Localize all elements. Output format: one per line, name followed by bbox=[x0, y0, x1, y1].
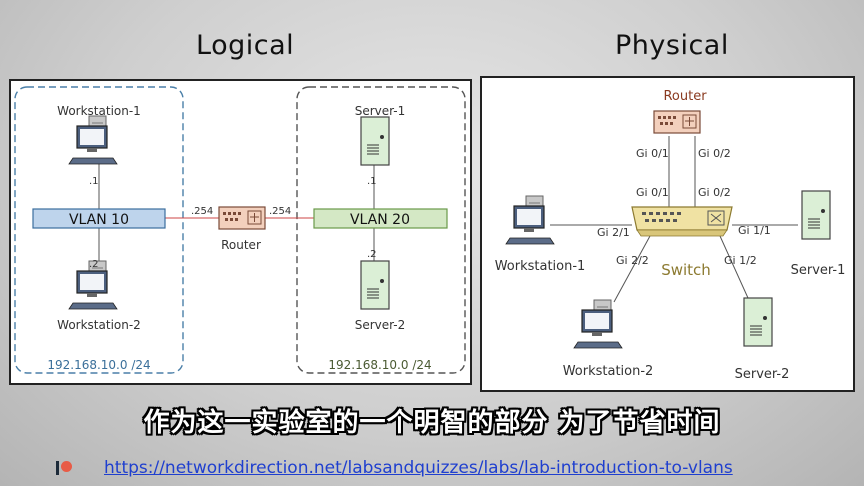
ip-ws2: .2 bbox=[89, 259, 99, 270]
port-gi11: Gi 1/1 bbox=[738, 224, 771, 237]
ip-router-right: .254 bbox=[269, 206, 291, 217]
server-1-label: Server-1 bbox=[355, 104, 406, 118]
switch-icon bbox=[631, 206, 733, 237]
router-icon bbox=[218, 206, 266, 230]
phys-workstation-2-label: Workstation-2 bbox=[563, 364, 654, 379]
vlan10-label: VLAN 10 bbox=[69, 212, 129, 228]
port-gi12: Gi 1/2 bbox=[724, 254, 757, 267]
workstation-2-label: Workstation-2 bbox=[57, 318, 141, 332]
ip-sv2: .2 bbox=[367, 249, 377, 260]
lab-link[interactable]: https://networkdirection.net/labsandquiz… bbox=[104, 458, 733, 478]
workstation-1-label: Workstation-1 bbox=[57, 104, 141, 118]
vlan20-label: VLAN 20 bbox=[350, 212, 410, 228]
ip-router-left: .254 bbox=[191, 206, 213, 217]
server-1-icon bbox=[360, 116, 390, 166]
video-subtitle: 作为这一实验室的一个明智的部分 为了节省时间 bbox=[143, 408, 721, 438]
router-gi01: Gi 0/1 bbox=[636, 147, 669, 160]
switch-gi01: Gi 0/1 bbox=[636, 186, 669, 199]
phys-workstation-1-label: Workstation-1 bbox=[495, 259, 586, 274]
subnet-right: 192.168.10.0 /24 bbox=[328, 358, 431, 372]
ip-ws1: .1 bbox=[89, 176, 99, 187]
patreon-icon[interactable] bbox=[54, 459, 74, 477]
server-2-icon bbox=[360, 260, 390, 310]
phys-server-2-icon bbox=[743, 297, 773, 347]
phys-workstation-2-icon bbox=[573, 299, 623, 349]
phys-router-icon bbox=[653, 110, 701, 134]
port-gi21: Gi 2/1 bbox=[597, 226, 630, 239]
footer: https://networkdirection.net/labsandquiz… bbox=[54, 456, 733, 480]
workstation-1-icon bbox=[68, 115, 118, 165]
physical-heading: Physical bbox=[615, 30, 729, 61]
phys-server-2-label: Server-2 bbox=[735, 367, 790, 382]
port-gi22: Gi 2/2 bbox=[616, 254, 649, 267]
subnet-left: 192.168.10.0 /24 bbox=[47, 358, 150, 372]
switch-label: Switch bbox=[661, 261, 711, 279]
ip-sv1: .1 bbox=[367, 176, 377, 187]
vlan10-zone bbox=[14, 86, 184, 374]
vlan20-zone bbox=[296, 86, 466, 374]
phys-server-1-icon bbox=[801, 190, 831, 240]
logical-heading: Logical bbox=[196, 30, 295, 61]
router-label: Router bbox=[221, 238, 261, 252]
router-gi02: Gi 0/2 bbox=[698, 147, 731, 160]
phys-server-1-label: Server-1 bbox=[791, 263, 846, 278]
logical-diagram: VLAN 10 VLAN 20 Workstation-1 Workstatio… bbox=[9, 79, 472, 385]
phys-router-label: Router bbox=[663, 89, 707, 104]
server-2-label: Server-2 bbox=[355, 318, 406, 332]
physical-diagram: Router Switch Gi 0/1 Gi 0/2 Gi 0/1 Gi 0/… bbox=[480, 76, 855, 392]
switch-gi02: Gi 0/2 bbox=[698, 186, 731, 199]
vlan10-bar bbox=[32, 208, 166, 229]
vlan20-bar bbox=[313, 208, 448, 229]
phys-workstation-1-icon bbox=[505, 195, 555, 245]
